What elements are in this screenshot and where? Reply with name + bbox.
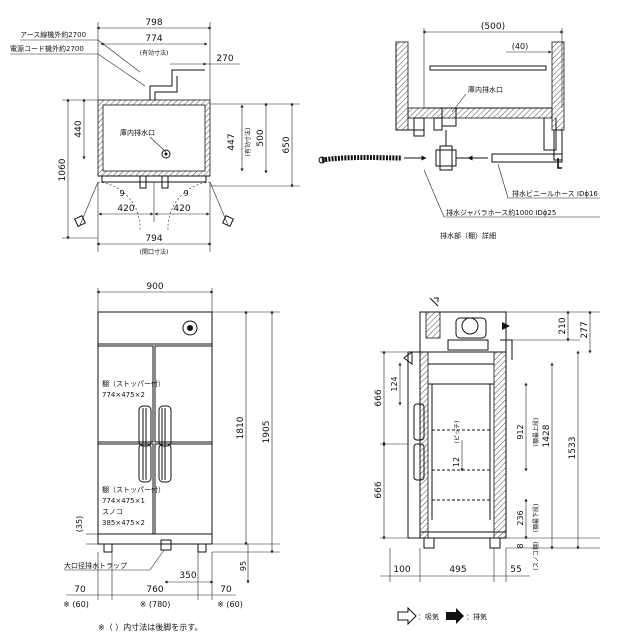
exhaust-legend-icon [446,608,464,624]
dim-650: 650 [282,136,292,153]
dim-798: 798 [145,18,162,28]
dim-420-right: 420 [173,204,190,214]
sunoko-size: 385×475×2 [102,519,145,527]
dim-277: 277 [580,321,590,338]
dim-794-note: (開口寸法) [140,248,169,256]
dim-40-paren: (40) [512,42,528,51]
exhaust-arrow-top [502,322,510,330]
shelf-upper-size: 774×475×2 [102,391,145,399]
legend-intake-label: ：吸気 [418,612,439,621]
dim-270: 270 [216,54,233,64]
sunoko-label: スノコ [102,508,123,516]
bellows-hose-label: 排水ジャバラホース約1000 IDϕ25 [446,208,556,217]
inner-drain-label-top: 庫内排水口 [120,128,155,137]
intake-legend-icon [397,606,417,626]
dim-447-note: (有効寸法) [244,128,252,157]
dim-440: 440 [74,120,84,137]
dim-912: 912 [516,424,525,439]
drain-detail-title: 排水部（棚）詳細 [440,231,496,240]
dim-60-right-paren: ※ (60) [217,600,243,609]
dim-1533: 1533 [568,437,578,460]
dim-95: 95 [239,561,248,571]
plan-view: 798 774 (有効寸法) 270 アース線機外約2700 電源コード機外約2… [10,18,300,256]
dim-500: 500 [256,129,266,146]
dim-1810: 1810 [236,416,246,439]
dim-774-note: (有効寸法) [140,49,169,57]
dim-12: 12 [452,457,461,467]
side-view: 666 666 124 12 (ピッチ) 210 277 912 (棚最上段) … [374,297,600,626]
drain-trap-label: 大口径排水トラップ [64,561,127,570]
dim-495: 495 [449,565,466,575]
dim-100: 100 [393,565,410,575]
footnote: ※（ ）内寸法は後脚を示す。 [98,622,202,632]
dim-210: 210 [558,317,568,334]
legend-exhaust-label: ：排気 [466,612,487,621]
dim-35-paren: (35) [75,516,84,532]
dim-60-left-paren: ※ (60) [63,600,89,609]
dim-912-note: (棚最上段) [532,418,540,447]
dim-70-right: 70 [220,585,232,595]
dim-70-left: 70 [74,585,86,595]
dim-780-paren: ※ (780) [140,600,171,609]
dim-1060: 1060 [58,158,68,181]
front-view: 900 棚（ストッパー付） 774×475×2 棚（ストッパー付） 774×47… [63,282,280,632]
earth-wire-label: アース線機外約2700 [20,30,86,39]
dim-236: 236 [516,510,525,525]
dim-236-note: (棚最下段) [532,504,540,533]
thermometer-icon [182,320,198,336]
inner-drain-label-detail: 庫内排水口 [468,85,503,94]
dim-774: 774 [145,34,162,44]
dim-12-note: (ピッチ) [454,421,461,444]
vinyl-hose-label: 排水ビニールホース IDϕ16 [512,189,598,198]
dim-500-paren: (500) [481,22,505,32]
drain-detail-view: (500) (40) 庫内排水口 排水ビニールホース [318,22,600,240]
dim-8-note: (スノコ棚) [532,542,540,571]
dim-1428: 1428 [542,424,552,447]
power-cord-label: 電源コード機外約2700 [10,44,84,53]
dim-9-right: 9 [183,189,188,198]
dim-1905: 1905 [262,421,272,444]
shelf-lower-label: 棚（ストッパー付） [102,485,165,494]
drain-hole-icon [161,149,171,159]
dim-8: 8 [516,543,525,548]
dim-420-left: 420 [117,204,134,214]
dim-666-top: 666 [374,389,384,406]
dim-794: 794 [145,234,162,244]
dim-900: 900 [146,282,163,292]
dim-666-bot: 666 [374,481,384,498]
dim-350: 350 [179,571,196,581]
dim-55: 55 [510,565,521,575]
shelf-upper-label: 棚（ストッパー付） [102,379,165,388]
shelf-lower-size: 774×475×1 [102,497,145,505]
dim-447: 447 [227,133,237,150]
intake-arrow-top [429,297,439,307]
dim-760: 760 [146,585,163,595]
dim-9-left: 9 [119,189,124,198]
dim-124: 124 [390,376,399,391]
